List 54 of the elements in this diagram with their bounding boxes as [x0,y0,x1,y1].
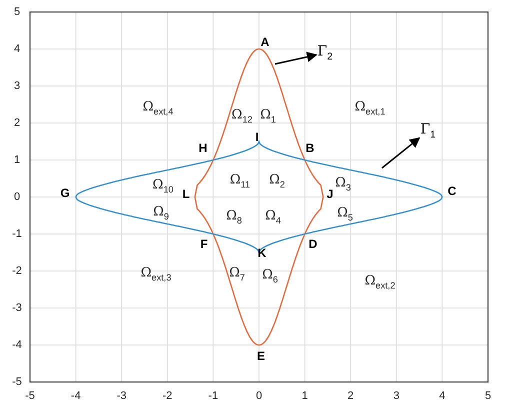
arrow [274,52,318,65]
point-label: H [198,141,208,155]
axis-tick-label: -5 [12,376,22,388]
point-label: B [306,141,314,155]
point-label: I [255,130,259,144]
region-label: Ω$_{12}$ [232,108,252,124]
axis-tick-label: 0 [14,191,20,203]
region-label: Ω$_{6}$ [262,268,278,284]
region-label: Ω$_{9}$ [153,204,169,222]
point-label: C [448,184,456,198]
axis-tick-label: 4 [14,43,20,55]
axis-tick-label: -5 [25,390,35,402]
curve-label: Γ$_{2}$ [317,44,333,62]
point-label: G [60,186,70,200]
region-label: Ω$_{ext,3}$ [140,266,172,282]
axis-tick-label: -1 [208,390,218,402]
axis-tick-label: 5 [484,390,492,402]
arrow [382,137,420,169]
point-label: L [182,187,190,201]
axis-tick-label: -3 [116,390,126,402]
region-label: Ω$_{3}$ [335,176,351,192]
region-label: Ω$_{11}$ [230,172,250,190]
region-label: Ω$_{ext,2}$ [364,274,396,290]
point-label: F [200,237,208,251]
point-label: J [326,187,334,201]
axis-tick-label: -4 [70,390,81,402]
region-label: Ω$_{1}$ [260,108,276,124]
axis-tick-label: -4 [12,339,22,351]
region-label: Ω$_{7}$ [229,266,245,282]
axis-tick-label: 4 [439,390,446,402]
axis-tick-label: -2 [162,390,172,402]
curve-label: Γ$_{1}$ [420,122,436,140]
region-label: Ω$_{5}$ [337,206,353,222]
region-label: Ω$_{ext,1}$ [354,100,386,116]
axis-tick-label: -1 [12,228,22,240]
axis-tick-label: 5 [14,6,20,18]
axis-tick-label: 2 [348,390,354,402]
region-label: Ω$_{2}$ [269,172,285,190]
axis-tick-label: 0 [256,390,262,402]
axis-tick-label: 3 [14,80,20,92]
axis-tick-label: 1 [302,390,308,402]
region-label: Ω$_{10}$ [152,178,174,194]
point-label: E [257,349,265,363]
point-label: K [258,246,266,260]
region-label: Ω$_{ext,4}$ [142,100,174,116]
region-label: Ω$_{4}$ [265,208,281,226]
point-label: A [260,35,270,49]
point-label: D [308,237,318,251]
axis-tick-label: -2 [12,265,22,277]
axis-tick-label: -3 [12,302,22,314]
axis-tick-label: 1 [14,154,20,166]
region-label: Ω$_{8}$ [226,208,242,226]
axis-tick-label: 3 [393,390,400,402]
axis-tick-label: 2 [14,117,20,129]
